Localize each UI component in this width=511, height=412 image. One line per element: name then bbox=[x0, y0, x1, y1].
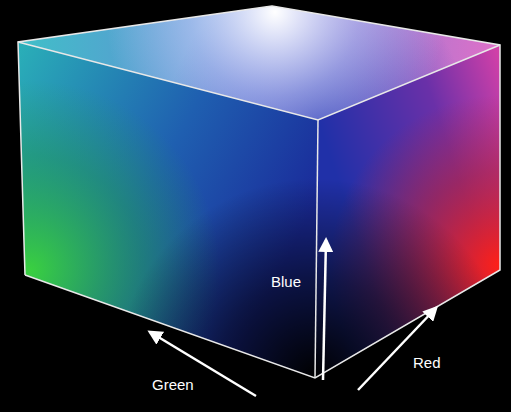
red-axis-arrow bbox=[358, 308, 436, 390]
axis-arrows bbox=[150, 240, 436, 396]
top-face bbox=[18, 6, 500, 120]
cube-edges bbox=[18, 6, 500, 378]
green-axis-arrow bbox=[150, 332, 256, 396]
blue-axis-arrow bbox=[323, 240, 326, 380]
axis-label: Red bbox=[413, 355, 441, 372]
axis-label: Green bbox=[152, 377, 194, 394]
axis-label: Blue bbox=[271, 274, 301, 291]
